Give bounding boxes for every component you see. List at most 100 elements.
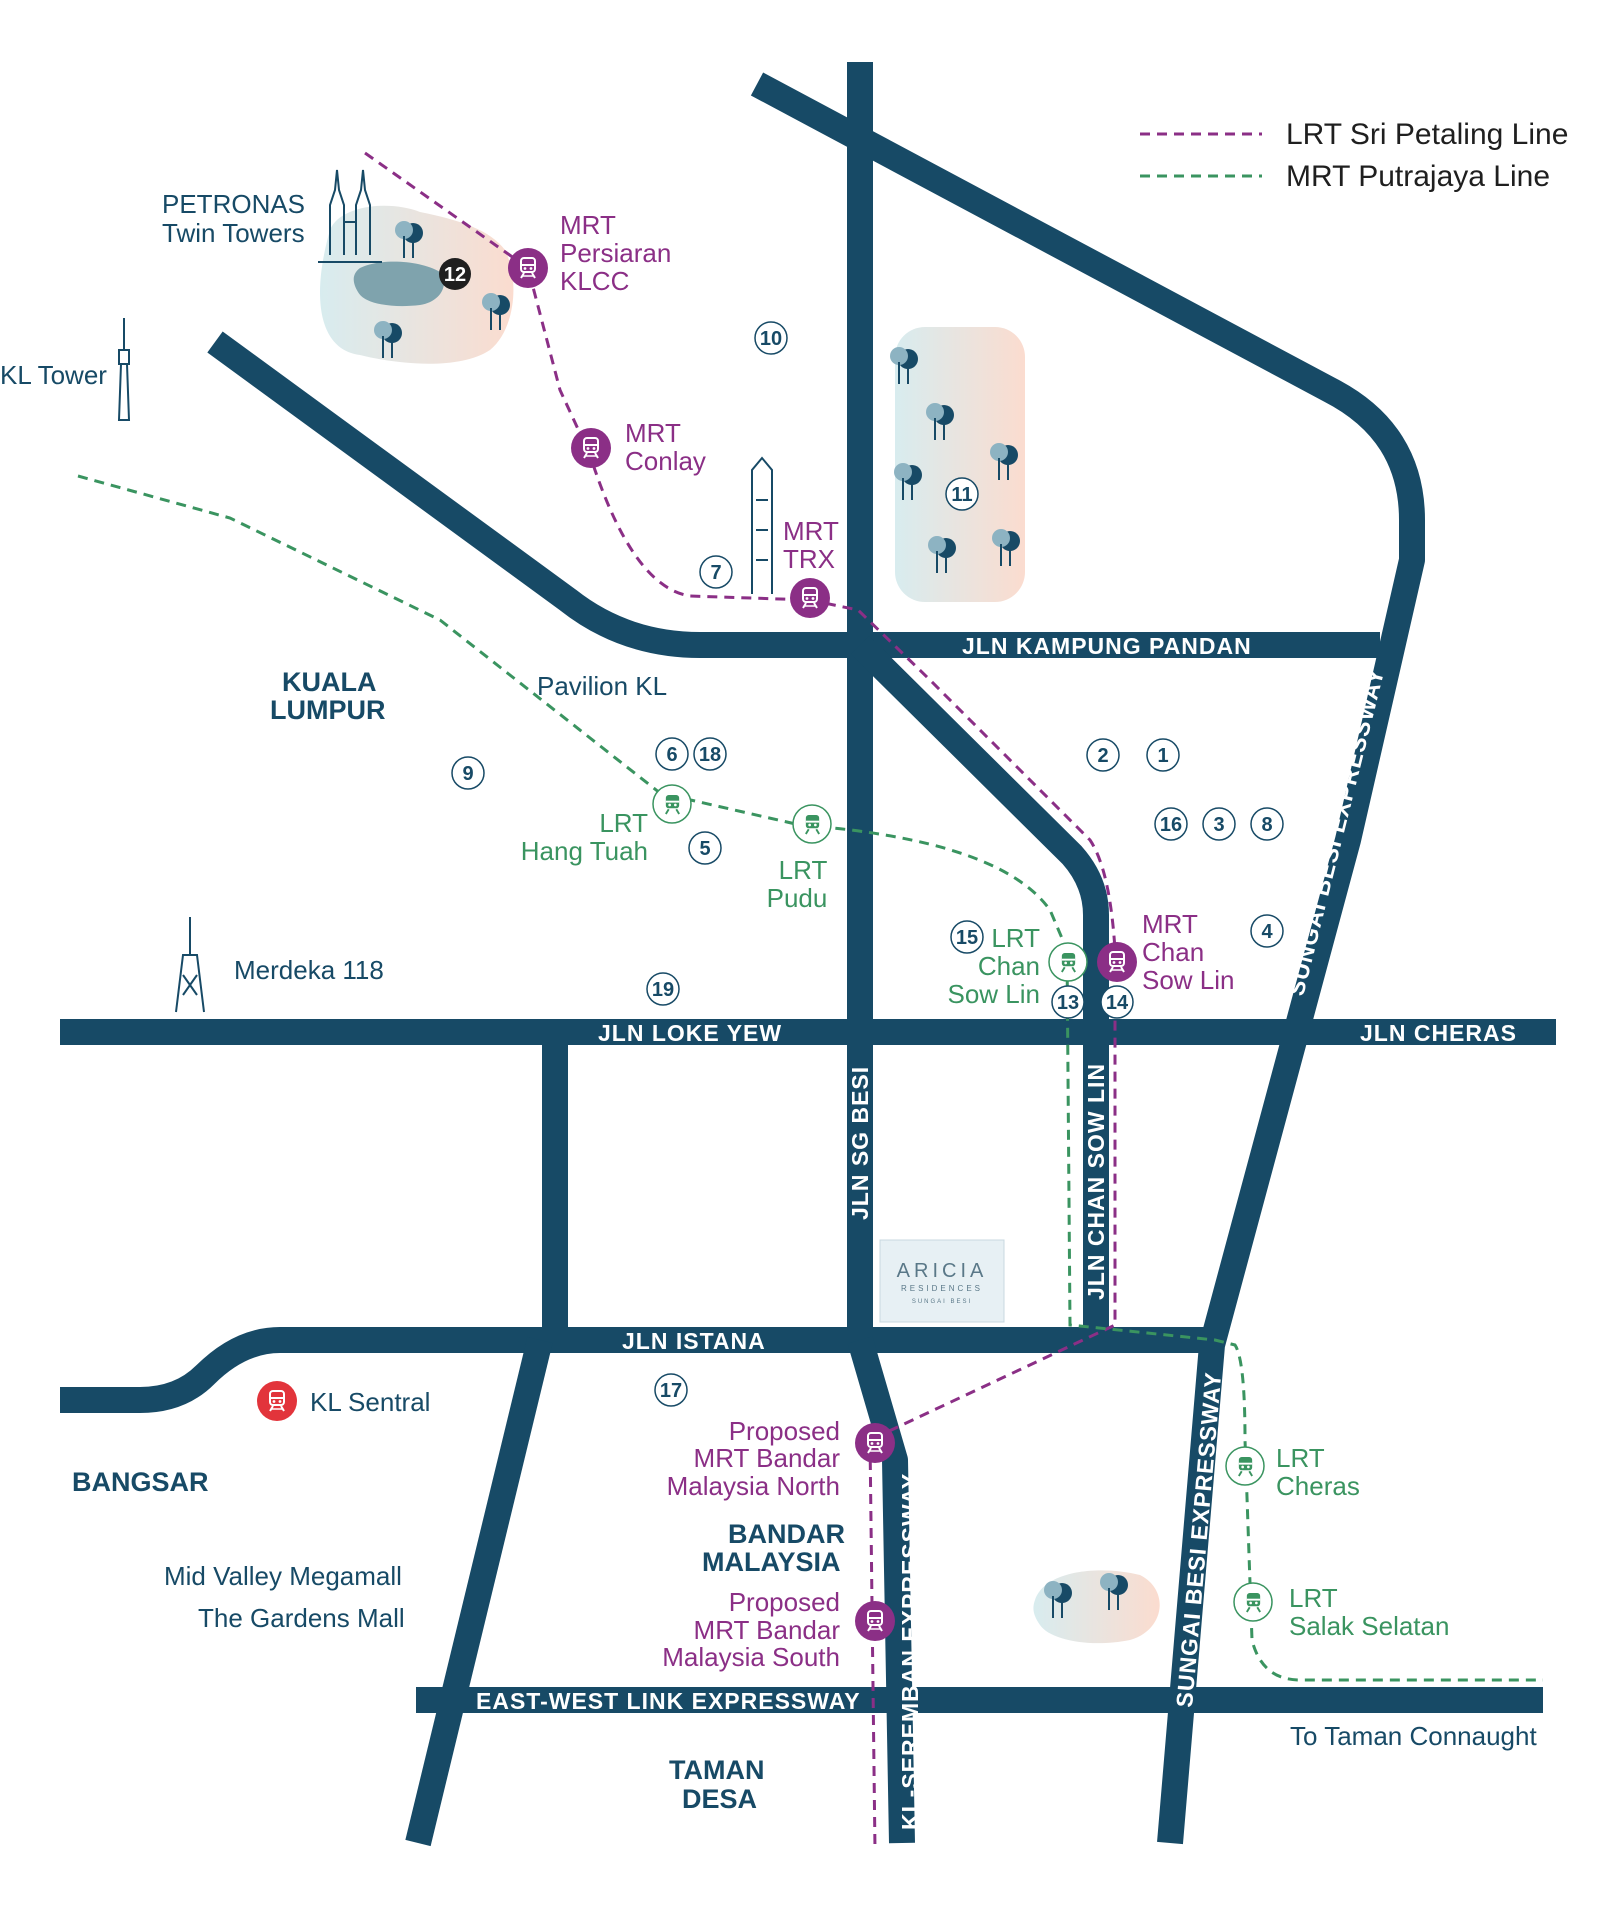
park-east <box>895 327 1025 602</box>
svg-text:Pudu: Pudu <box>767 883 828 913</box>
petronas-label-2: Twin Towers <box>162 218 305 248</box>
station-lrt-chan-sow-lin[interactable]: LRT Chan Sow Lin <box>948 923 1088 1009</box>
station-mrt-bandar-malaysia-south[interactable]: Proposed MRT Bandar Malaysia South <box>662 1587 895 1672</box>
marker-17: 17 <box>654 1373 688 1407</box>
area-desa: DESA <box>682 1784 757 1814</box>
road-label-loke-yew: JLN LOKE YEW <box>598 1020 782 1046</box>
station-lrt-salak-selatan[interactable]: LRT Salak Selatan <box>1233 1582 1449 1641</box>
station-lrt-pudu[interactable]: LRT Pudu <box>767 804 832 913</box>
marker-4: 4 <box>1250 914 1284 948</box>
marker-14: 14 <box>1100 985 1134 1019</box>
area-bandar: BANDAR <box>728 1519 845 1549</box>
merdeka-118-icon <box>175 917 205 1013</box>
road-label-sungai-besi-upper: SUNGAI BESI EXPRESSWAY <box>1283 665 1390 998</box>
area-lumpur: LUMPUR <box>270 695 386 725</box>
marker-12: 12 <box>439 258 471 290</box>
marker-19: 19 <box>646 972 680 1006</box>
svg-text:Hang Tuah: Hang Tuah <box>521 836 648 866</box>
kl-tower-icon <box>117 318 131 421</box>
svg-text:9: 9 <box>462 763 473 785</box>
svg-text:Chan: Chan <box>978 951 1040 981</box>
marker-6: 6 <box>655 737 689 771</box>
road-label-sungai-besi-lower: SUNGAI BESI EXPRESSWAY <box>1171 1371 1226 1709</box>
station-mrt-persiaran-klcc[interactable]: MRT Persiaran KLCC <box>508 210 671 296</box>
svg-text:Sow Lin: Sow Lin <box>948 979 1041 1009</box>
svg-text:10: 10 <box>760 328 782 350</box>
svg-text:Proposed: Proposed <box>729 1587 840 1617</box>
svg-text:MRT: MRT <box>783 516 839 546</box>
station-kl-sentral[interactable] <box>257 1381 297 1421</box>
marker-16: 16 <box>1154 807 1188 841</box>
svg-text:11: 11 <box>951 484 972 506</box>
svg-text:2: 2 <box>1097 745 1108 767</box>
svg-text:13: 13 <box>1057 992 1079 1014</box>
marker-7: 7 <box>699 555 733 589</box>
svg-text:LRT: LRT <box>599 808 648 838</box>
svg-text:15: 15 <box>956 927 978 949</box>
mrt-putrajaya-line <box>77 474 1543 1682</box>
svg-text:Sow Lin: Sow Lin <box>1142 965 1235 995</box>
road-label-cheras: JLN CHERAS <box>1360 1020 1517 1046</box>
marker-9: 9 <box>451 756 485 790</box>
marker-5: 5 <box>688 831 722 865</box>
road-network <box>60 62 1556 1847</box>
station-mrt-bandar-malaysia-north[interactable]: Proposed MRT Bandar Malaysia North <box>667 1416 895 1501</box>
road-label-kampung-pandan: JLN KAMPUNG PANDAN <box>962 633 1252 659</box>
svg-text:Conlay: Conlay <box>625 446 706 476</box>
svg-text:7: 7 <box>710 562 721 584</box>
svg-text:Malaysia North: Malaysia North <box>667 1471 840 1501</box>
landmark-labels: PETRONAS Twin Towers KL Tower Pavilion K… <box>0 189 1537 1814</box>
svg-text:MRT: MRT <box>625 418 681 448</box>
svg-text:Cheras: Cheras <box>1276 1471 1360 1501</box>
legend-lrt-sri-petaling: LRT Sri Petaling Line <box>1286 118 1568 151</box>
svg-text:Salak Selatan: Salak Selatan <box>1289 1611 1449 1641</box>
station-lrt-cheras[interactable]: LRT Cheras <box>1225 1443 1360 1501</box>
svg-text:16: 16 <box>1160 814 1182 836</box>
taman-connaught-label: To Taman Connaught <box>1290 1721 1537 1751</box>
svg-text:17: 17 <box>660 1380 682 1402</box>
pavilion-label: Pavilion KL <box>537 671 667 701</box>
svg-text:LRT: LRT <box>1289 1583 1338 1613</box>
mid-valley-label: Mid Valley Megamall <box>164 1561 402 1591</box>
svg-text:Proposed: Proposed <box>729 1416 840 1446</box>
marker-13: 13 <box>1051 985 1085 1019</box>
svg-text:12: 12 <box>444 264 466 286</box>
lrt-sri-petaling-line <box>364 151 1117 1851</box>
svg-text:MRT: MRT <box>560 210 616 240</box>
svg-text:19: 19 <box>652 979 674 1001</box>
svg-text:LRT: LRT <box>779 855 828 885</box>
numbered-markers[interactable]: 1 2 3 4 5 6 7 8 9 10 11 12 13 14 15 16 1… <box>439 258 1284 1407</box>
aricia-project-box[interactable]: ARICIA RESIDENCES SUNGAI BESI <box>879 1239 1005 1323</box>
legend-mrt-putrajaya: MRT Putrajaya Line <box>1286 160 1550 193</box>
svg-text:MRT: MRT <box>1142 909 1198 939</box>
area-malaysia: MALAYSIA <box>702 1547 841 1577</box>
petronas-icon <box>318 169 382 263</box>
marker-2: 2 <box>1086 738 1120 772</box>
station-mrt-chan-sow-lin[interactable]: MRT Chan Sow Lin <box>1097 909 1235 995</box>
svg-text:5: 5 <box>699 838 710 860</box>
marker-8: 8 <box>1250 807 1284 841</box>
svg-text:3: 3 <box>1213 814 1224 836</box>
station-lrt-hang-tuah[interactable]: LRT Hang Tuah <box>521 784 692 866</box>
marker-15: 15 <box>950 920 984 954</box>
klcc-park <box>320 205 514 364</box>
svg-text:TRX: TRX <box>783 544 835 574</box>
area-kuala: KUALA <box>282 667 377 697</box>
station-mrt-conlay[interactable]: MRT Conlay <box>571 418 706 476</box>
marker-11: 11 <box>945 477 979 511</box>
trx-tower-icon <box>751 456 773 594</box>
svg-text:Persiaran: Persiaran <box>560 238 671 268</box>
svg-text:Chan: Chan <box>1142 937 1204 967</box>
aricia-name: ARICIA <box>897 1260 988 1282</box>
area-taman: TAMAN <box>669 1755 764 1785</box>
svg-text:MRT Bandar: MRT Bandar <box>694 1443 841 1473</box>
svg-text:6: 6 <box>666 744 677 766</box>
road-label-sg-besi: JLN SG BESI <box>847 1066 873 1220</box>
svg-text:1: 1 <box>1157 745 1168 767</box>
marker-18: 18 <box>693 737 727 771</box>
svg-text:KLCC: KLCC <box>560 266 629 296</box>
area-bangsar: BANGSAR <box>72 1467 209 1497</box>
marker-1: 1 <box>1146 738 1180 772</box>
station-mrt-trx[interactable]: MRT TRX <box>783 516 839 618</box>
